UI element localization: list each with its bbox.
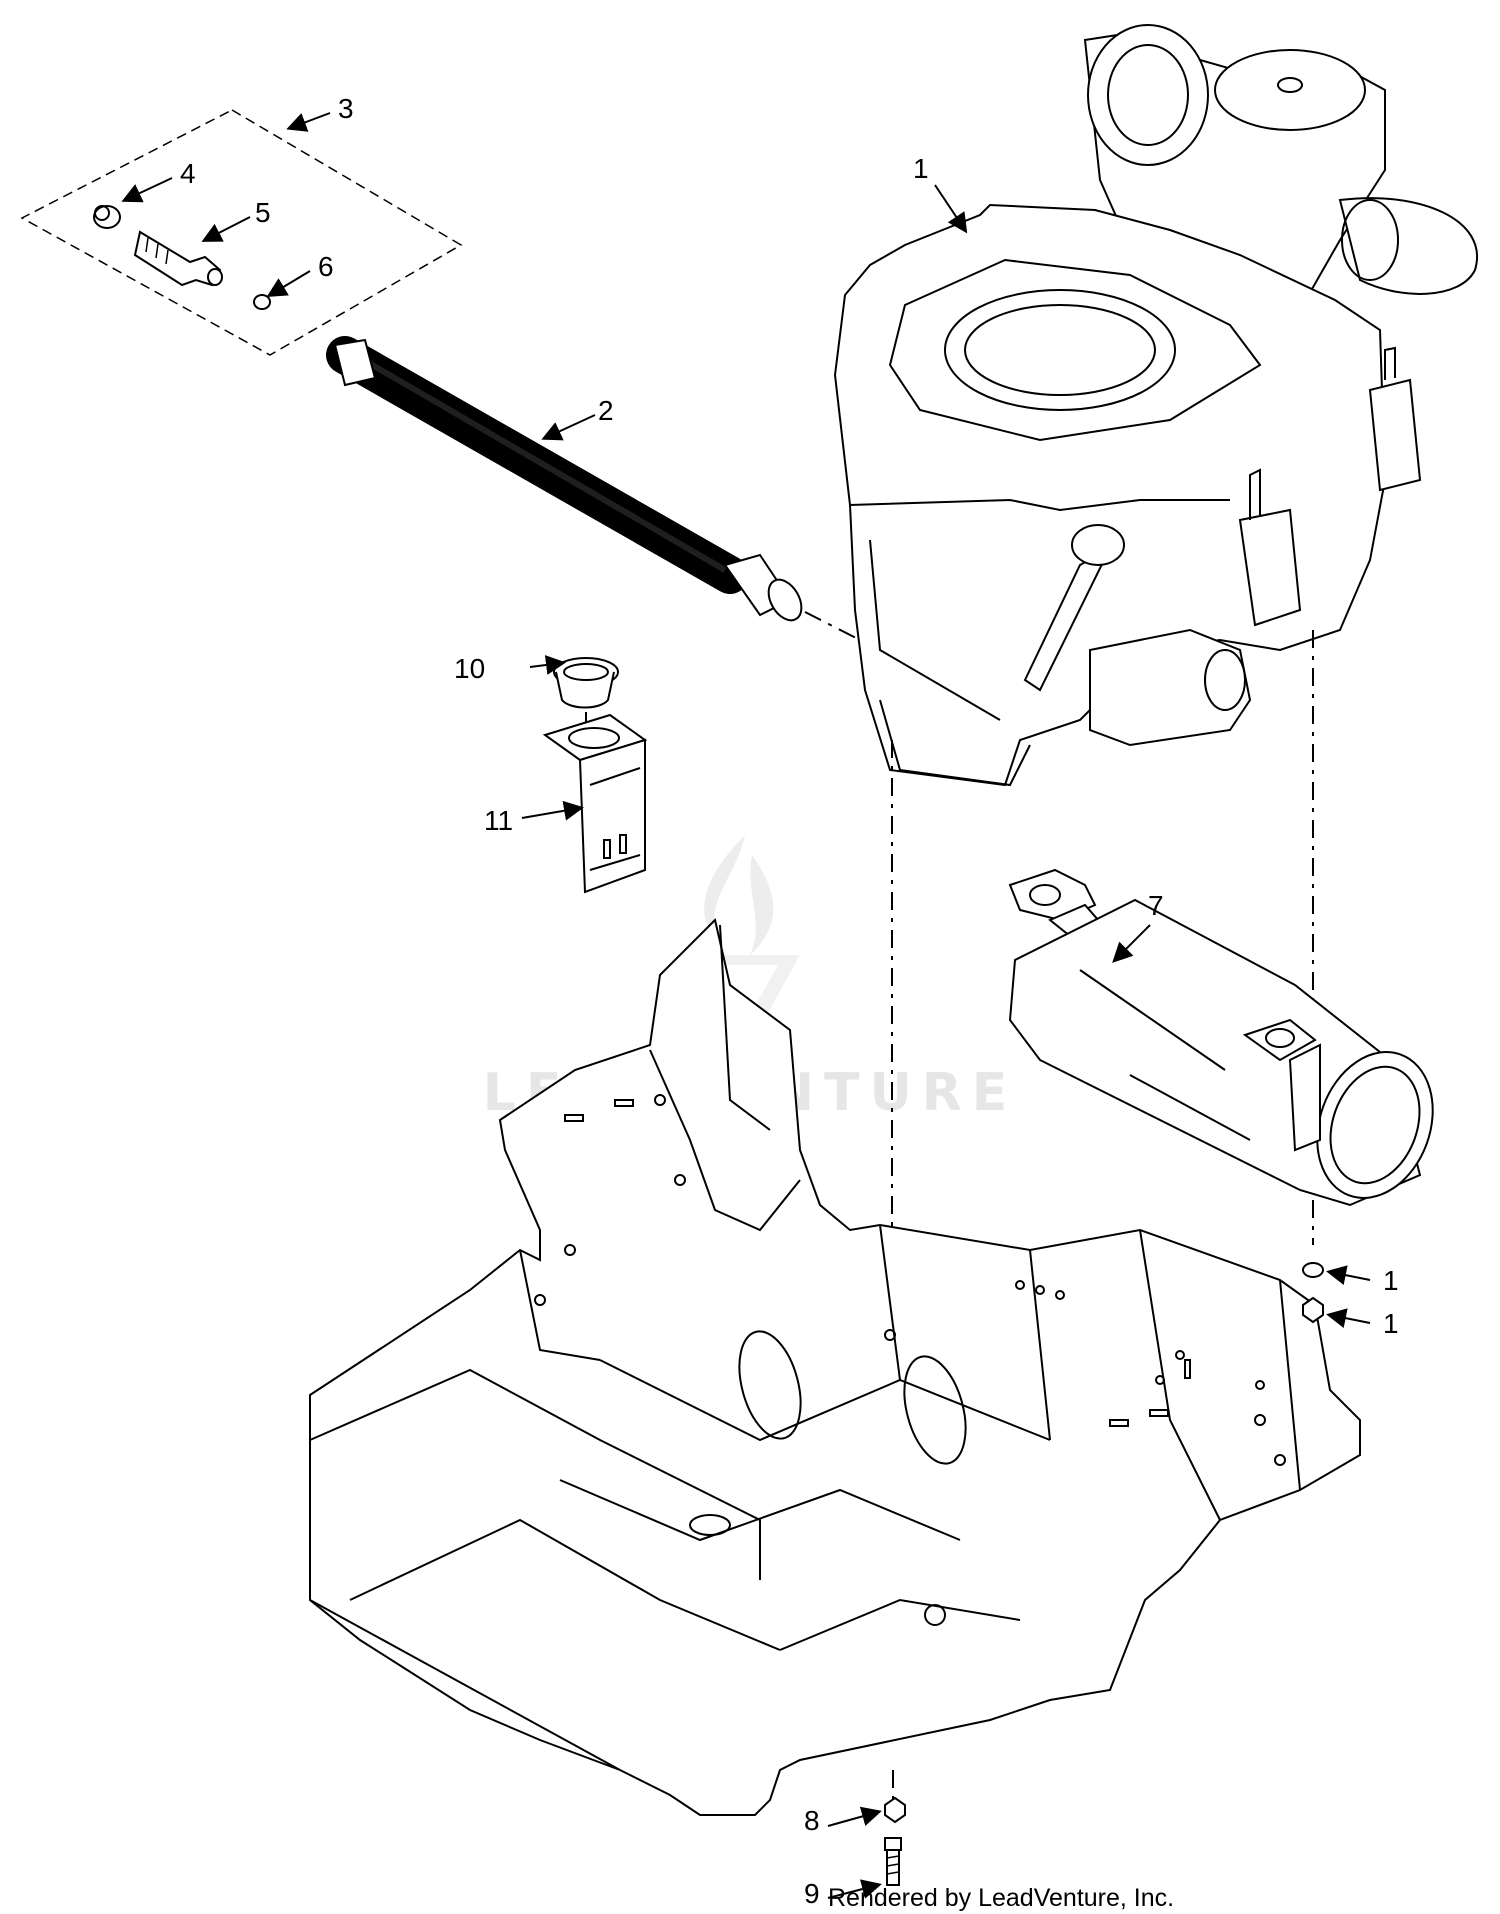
washer-part	[884, 1796, 906, 1824]
grommet-part	[553, 657, 619, 709]
callout-bracket: 11	[484, 805, 513, 836]
callout-muffler: 7	[1148, 890, 1164, 921]
hose-alignment-line	[804, 611, 861, 641]
callout-nut: 1	[1383, 1308, 1399, 1339]
callout-arrows	[121, 112, 1371, 1899]
callout-engine: 1	[913, 153, 929, 184]
callout-plug: 6	[318, 251, 334, 282]
callout-hose: 2	[598, 395, 614, 426]
bracket-part	[542, 713, 648, 894]
cap-part	[93, 205, 121, 229]
callout-bolt: 9	[804, 1878, 820, 1909]
lock-washer-part	[1302, 1262, 1324, 1278]
drain-kit-box	[20, 109, 463, 356]
mower-frame	[309, 918, 1361, 1816]
callout-drain-valve: 5	[255, 197, 271, 228]
callout-washer: 8	[804, 1805, 820, 1836]
drain-valve-part	[133, 230, 223, 287]
bolt-part	[884, 1837, 902, 1886]
callout-grommet: 10	[454, 653, 485, 684]
engine-assembly	[833, 24, 1478, 787]
callout-drain-kit: 3	[338, 93, 354, 124]
plug-part	[253, 294, 271, 310]
render-credit: Rendered by LeadVenture, Inc.	[828, 1884, 1174, 1912]
oil-drain-hose	[326, 336, 803, 622]
nut-part	[1302, 1296, 1324, 1324]
callout-lock-washer: 1	[1383, 1265, 1399, 1296]
muffler-part	[1008, 868, 1434, 1207]
callout-cap: 4	[180, 158, 196, 189]
